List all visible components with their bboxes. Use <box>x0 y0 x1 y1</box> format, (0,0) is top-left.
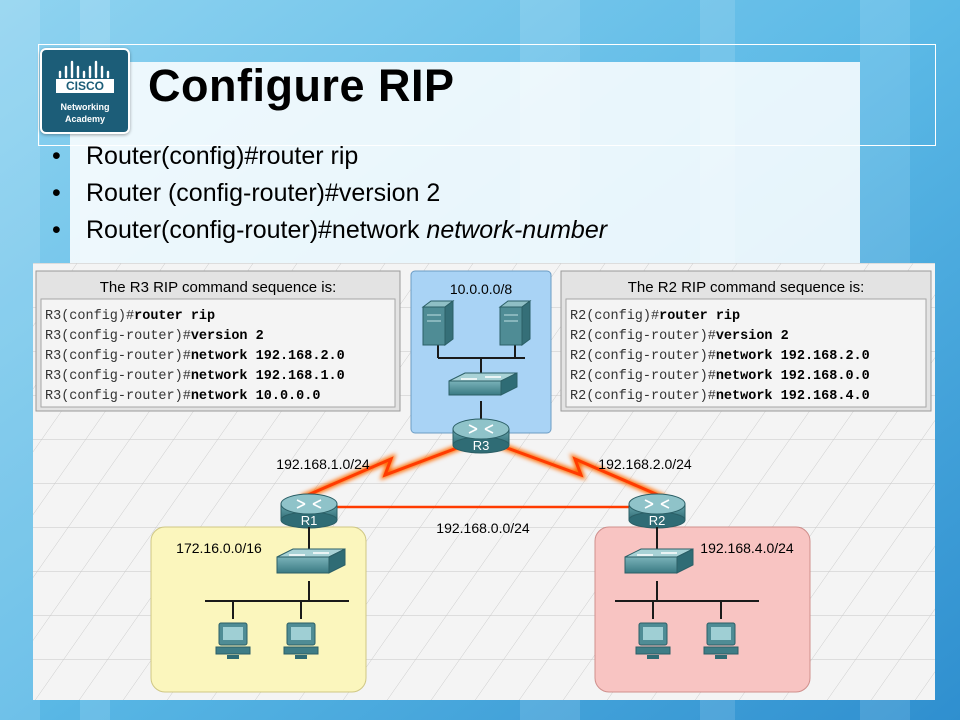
cli-command: router rip <box>659 309 740 324</box>
router-r1-icon: R1 <box>280 493 338 529</box>
r3-command-box-title: The R3 RIP command sequence is: <box>100 279 337 296</box>
pc-icon <box>283 622 319 660</box>
server-icon <box>499 300 531 346</box>
server-icon <box>422 300 454 346</box>
cli-prompt: R2(config-router)# <box>570 389 716 404</box>
cisco-bridge-icon: CISCO <box>56 60 114 93</box>
r1-switch-icon <box>276 548 346 574</box>
r2-lan-bus <box>615 527 759 619</box>
r2-r3-serial-link <box>498 443 666 500</box>
svg-text:R3(config-router)#network 192.: R3(config-router)#network 192.168.2.0 <box>45 349 345 364</box>
cli-command: router rip <box>134 309 215 324</box>
bullet-item: • Router (config-router)#version 2 <box>52 175 607 212</box>
slide-title: Configure RIP <box>148 60 455 111</box>
r2-r3-network-label: 192.168.2.0/24 <box>598 456 692 472</box>
cli-prompt: R3(config-router)# <box>45 349 191 364</box>
svg-text:R2(config-router)#network 192.: R2(config-router)#network 192.168.2.0 <box>570 349 870 364</box>
svg-text:R2(config)#router rip: R2(config)#router rip <box>570 309 740 324</box>
bullet-text: Router(config)#router rip <box>86 142 359 170</box>
cli-prompt: R2(config-router)# <box>570 329 716 344</box>
r2-command-box: The R2 RIP command sequence is: R2(confi… <box>560 270 932 412</box>
r2-lan-label: 192.168.4.0/24 <box>700 540 794 556</box>
bullet-italic-argument: network-number <box>426 216 608 244</box>
svg-text:R3(config-router)#network 10.0: R3(config-router)#network 10.0.0.0 <box>45 389 320 404</box>
logo-line-2: Academy <box>64 114 106 124</box>
r3-lan-label: 10.0.0.0/8 <box>450 281 512 297</box>
pc-icon <box>215 622 251 660</box>
r3-command-box: The R3 RIP command sequence is: R3(confi… <box>35 270 401 412</box>
r1-lan-label: 172.16.0.0/16 <box>176 540 262 556</box>
svg-text:R3(config)#router rip: R3(config)#router rip <box>45 309 215 324</box>
cli-command: network 192.168.2.0 <box>716 349 870 364</box>
bullet-item: • Router(config-router)#network network-n… <box>52 212 607 249</box>
router-r1-label: R1 <box>301 513 318 528</box>
svg-text:R2(config-router)#network 192.: R2(config-router)#network 192.168.4.0 <box>570 389 870 404</box>
router-r3-label: R3 <box>473 438 490 453</box>
pc-icon <box>635 622 671 660</box>
svg-text:R3(config-router)#version 2: R3(config-router)#version 2 <box>45 329 264 344</box>
bullet-text: Router (config-router)#version 2 <box>86 179 441 207</box>
cli-command: network 192.168.1.0 <box>191 369 345 384</box>
svg-text:R2(config-router)#version 2: R2(config-router)#version 2 <box>570 329 789 344</box>
r1-lan-bus <box>205 527 349 619</box>
cli-command: version 2 <box>716 329 789 344</box>
r2-command-box-title: The R2 RIP command sequence is: <box>628 279 865 296</box>
cli-prompt: R3(config-router)# <box>45 369 191 384</box>
rip-topology-diagram: The R3 RIP command sequence is: R3(confi… <box>33 263 935 700</box>
logo-line-1: Networking <box>60 102 110 112</box>
bullet-dot: • <box>52 142 61 170</box>
cli-prompt: R2(config)# <box>570 309 659 324</box>
svg-text:R3(config-router)#network 192.: R3(config-router)#network 192.168.1.0 <box>45 369 345 384</box>
cli-command: network 192.168.2.0 <box>191 349 345 364</box>
bullet-dot: • <box>52 179 61 207</box>
svg-text:R2(config-router)#network 192.: R2(config-router)#network 192.168.0.0 <box>570 369 870 384</box>
bullet-item: • Router(config)#router rip <box>52 138 607 175</box>
router-r2-label: R2 <box>649 513 666 528</box>
r1-r3-network-label: 192.168.1.0/24 <box>276 456 370 472</box>
cisco-wordmark: CISCO <box>66 79 104 93</box>
r1-r3-serial-link <box>300 443 466 500</box>
title-band <box>70 62 860 272</box>
router-r3-icon: R3 <box>452 418 510 454</box>
cli-command: network 192.168.4.0 <box>716 389 870 404</box>
router-r2-icon: R2 <box>628 493 686 529</box>
cli-prompt: R3(config-router)# <box>45 389 191 404</box>
cisco-networking-academy-logo: CISCO Networking Academy <box>40 48 130 134</box>
cli-prompt: R2(config-router)# <box>570 369 716 384</box>
cli-command: network 192.168.0.0 <box>716 369 870 384</box>
r1-r2-network-label: 192.168.0.0/24 <box>436 520 530 536</box>
bullet-text: Router(config-router)#network <box>86 216 427 244</box>
r3-switch-icon <box>448 372 518 396</box>
cli-prompt: R2(config-router)# <box>570 349 716 364</box>
bullet-dot: • <box>52 216 61 244</box>
r2-switch-icon <box>624 548 694 574</box>
cli-prompt: R3(config)# <box>45 309 134 324</box>
pc-icon <box>703 622 739 660</box>
command-bullet-list: • Router(config)#router rip • Router (conf… <box>52 138 607 249</box>
cli-command: network 10.0.0.0 <box>191 389 321 404</box>
cli-prompt: R3(config-router)# <box>45 329 191 344</box>
cli-command: version 2 <box>191 329 264 344</box>
